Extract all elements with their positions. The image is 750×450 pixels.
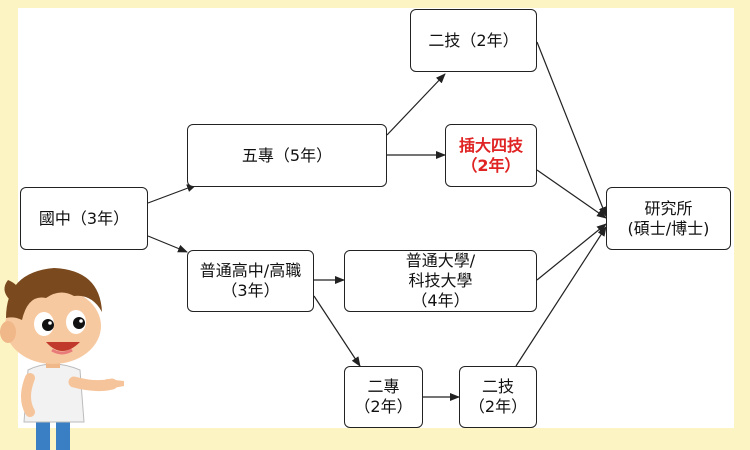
edge-university-to-graduate <box>536 223 607 281</box>
cartoon-boy-icon <box>0 268 124 450</box>
edge-junior-high-to-five-year <box>147 184 197 204</box>
edge-two-year-tech-bottom-to-graduate <box>515 226 607 367</box>
edge-junior-high-to-senior-high <box>147 235 188 253</box>
node-two-year-tech-bottom: 二技 （2年） <box>459 366 537 428</box>
node-junior-high: 國中（3年） <box>20 187 148 250</box>
node-university-tech-university: 普通大學/ 科技大學 （4年） <box>344 250 537 312</box>
edge-two-year-tech-to-graduate <box>536 41 607 217</box>
node-graduate-school: 研究所 (碩士/博士) <box>606 187 731 250</box>
node-two-year-junior-college: 二專 （2年） <box>344 366 423 428</box>
edge-senior-high-to-two-year-college <box>313 295 361 367</box>
edge-transfer-tech-to-graduate <box>536 169 607 219</box>
edge-five-year-to-two-year-tech <box>386 73 446 136</box>
node-two-year-tech-top: 二技（2年） <box>410 9 537 72</box>
node-transfer-four-year-tech: 插大四技 （2年） <box>445 124 537 187</box>
node-senior-high-vocational: 普通高中/高職 （3年） <box>187 250 314 312</box>
node-five-year-junior-college: 五專（5年） <box>187 124 387 187</box>
